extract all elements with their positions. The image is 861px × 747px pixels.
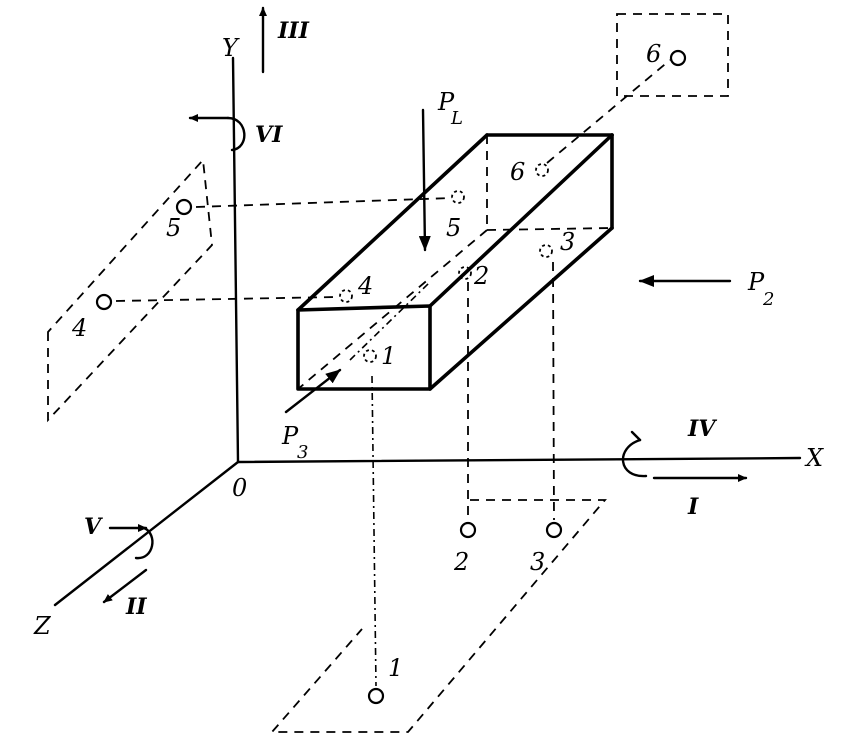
end-plane-point-6: [669, 49, 687, 67]
force-p3-arrow: [284, 368, 342, 414]
force-p3-subscript: 3: [297, 442, 308, 463]
contact-point-6: [535, 163, 549, 177]
left-plane-label-4: 4: [71, 314, 87, 342]
y-axis: [231, 56, 240, 464]
contact-label-1: 1: [381, 342, 396, 370]
contact-point-5: [451, 190, 465, 204]
dof-vi-label: VI: [255, 122, 283, 148]
contact-label-3: 3: [560, 228, 575, 256]
projection-lines: [115, 59, 671, 687]
dof-ii-arrow: [102, 568, 148, 604]
contact-point-2: [458, 266, 472, 280]
dof-iii-label: III: [277, 18, 310, 44]
dof-v-rotation: [134, 526, 154, 560]
force-p2-subscript: 2: [762, 289, 774, 310]
bottom-plane-label-1: 1: [388, 654, 403, 682]
dof-i-label: I: [687, 494, 699, 520]
z-axis-label: Z: [33, 612, 52, 640]
end-plane-label-6: 6: [646, 40, 661, 68]
bottom-plane-point-2: [459, 521, 477, 539]
end-datum-plane: 6: [616, 13, 729, 97]
contact-label-6: 6: [510, 158, 525, 186]
degrees-of-freedom: III VI IV I V II: [84, 6, 748, 620]
contact-points: 1 2 3 4 5 6: [339, 158, 575, 370]
force-p2-label: P: [747, 268, 765, 296]
y-axis-label: Y: [222, 34, 240, 62]
left-plane-label-5: 5: [166, 214, 181, 242]
contact-label-2: 2: [473, 262, 489, 290]
left-plane-point-4: [95, 293, 113, 311]
x-axis: [236, 456, 802, 464]
dof-ii-label: II: [125, 594, 147, 620]
left-datum-plane: 5 4: [47, 157, 213, 423]
force-p1-arrow: [418, 108, 431, 252]
bottom-datum-plane: 1 2 3: [270, 499, 607, 733]
bottom-plane-point-1: [367, 687, 385, 705]
dof-iv-rotation: [621, 438, 648, 478]
workpiece-box: [296, 133, 614, 391]
contact-label-4: 4: [357, 272, 373, 300]
bottom-plane-label-2: 2: [453, 548, 469, 576]
forces: P L P 2 P 3: [281, 88, 774, 463]
origin-label: 0: [232, 474, 247, 502]
force-p3-label: P: [281, 422, 299, 450]
force-p1-label: P: [437, 88, 455, 116]
x-axis-label: X: [804, 444, 824, 472]
z-axis: [53, 460, 240, 607]
contact-label-5: 5: [446, 214, 461, 242]
bottom-plane-label-3: 3: [530, 548, 545, 576]
contact-point-4: [339, 289, 353, 303]
dof-vi-rotation: [226, 116, 246, 152]
contact-point-3: [539, 244, 553, 258]
contact-point-1: [363, 349, 377, 363]
dof-v-label: V: [84, 514, 103, 540]
bottom-plane-point-3: [545, 521, 563, 539]
force-p1-subscript: L: [450, 108, 463, 129]
left-plane-point-5: [175, 198, 193, 216]
dof-iv-label: IV: [687, 416, 717, 442]
coordinate-axes: Y X Z 0: [33, 34, 824, 640]
